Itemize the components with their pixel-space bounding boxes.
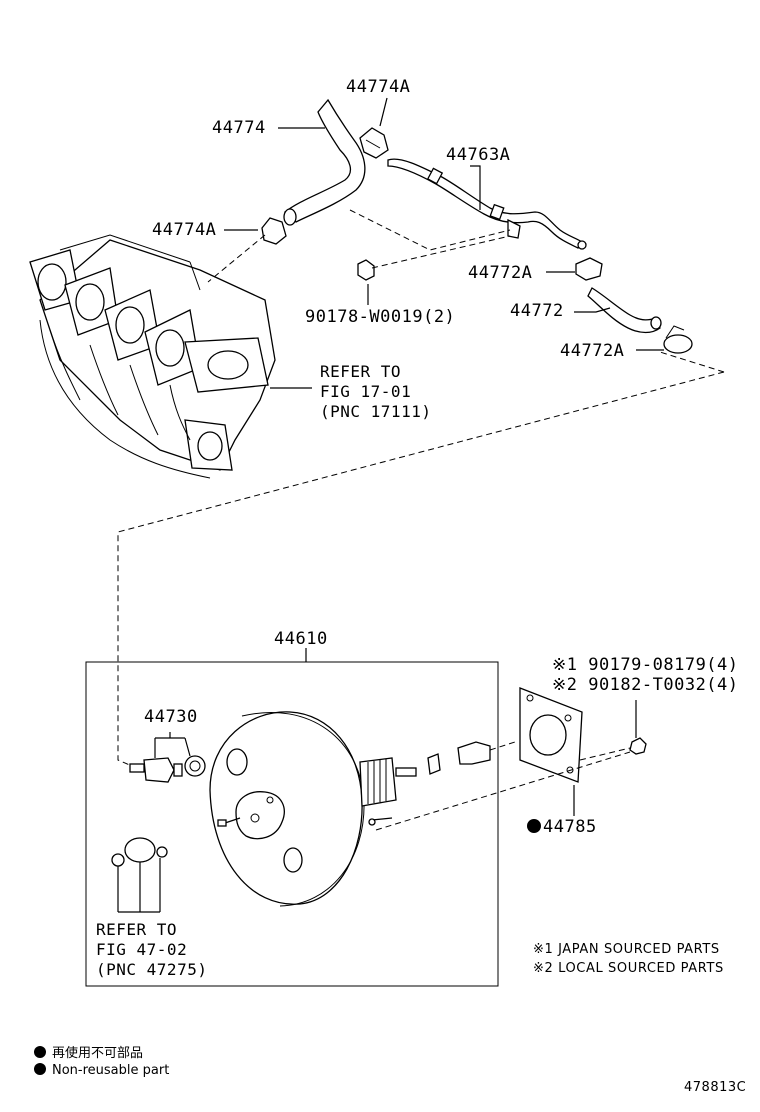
hose-44772-drawing — [587, 287, 662, 334]
booster-group-frame — [85, 661, 499, 987]
tube-44763A-drawing — [387, 158, 587, 250]
grommet-set-drawing — [111, 837, 168, 913]
hose-44774-drawing — [283, 98, 366, 226]
part-label-44610[interactable]: 44610 — [274, 629, 328, 649]
upper-leader-lines — [224, 97, 664, 389]
note-japan-sourced: ※1 JAPAN SOURCED PARTS — [533, 942, 720, 957]
refer-manifold-note[interactable]: REFER TO FIG 17-01 (PNC 17111) — [320, 362, 432, 421]
check-valve-44730-drawing — [129, 732, 206, 783]
part-label-44774A-left[interactable]: 44774A — [152, 220, 217, 240]
dashed-connection-lines — [117, 209, 725, 767]
note-local-sourced: ※2 LOCAL SOURCED PARTS — [533, 961, 724, 976]
part-label-90179[interactable]: ※1 90179-08179(4) — [552, 655, 739, 675]
part-label-44785[interactable]: 44785 — [527, 818, 597, 836]
part-label-44774A-top[interactable]: 44774A — [346, 77, 411, 97]
legend-jp: 再使用不可部品 — [34, 1042, 143, 1061]
legend-dot-icon — [34, 1046, 46, 1058]
nut-90178-drawing — [357, 259, 375, 281]
intake-manifold-drawing — [29, 234, 276, 479]
bracket-and-gasket-drawing — [375, 687, 647, 831]
refer-booster-note[interactable]: REFER TO FIG 47-02 (PNC 47275) — [96, 920, 208, 979]
legend-en-text: Non-reusable part — [52, 1063, 170, 1078]
legend-en: Non-reusable part — [34, 1063, 169, 1078]
part-label-44785-text: 44785 — [543, 817, 597, 837]
figure-id: 478813C — [684, 1080, 747, 1095]
part-label-44730[interactable]: 44730 — [144, 707, 198, 727]
non-reusable-dot-icon — [527, 819, 541, 833]
legend-dot-icon — [34, 1063, 46, 1075]
clip-44772A-lower-drawing — [663, 325, 693, 354]
part-label-44774[interactable]: 44774 — [212, 118, 266, 138]
brake-booster-drawing — [209, 711, 417, 907]
part-label-44772A-lower[interactable]: 44772A — [560, 341, 625, 361]
part-label-90182[interactable]: ※2 90182-T0032(4) — [552, 675, 739, 695]
clip-44774A-top-drawing — [359, 127, 389, 159]
part-label-44772[interactable]: 44772 — [510, 301, 564, 321]
part-label-44772A-upper[interactable]: 44772A — [468, 263, 533, 283]
part-label-90178[interactable]: 90178-W0019(2) — [305, 307, 456, 327]
clip-44772A-upper-drawing — [575, 257, 603, 281]
legend-jp-text: 再使用不可部品 — [52, 1046, 144, 1061]
part-label-44763A[interactable]: 44763A — [446, 145, 511, 165]
clip-44774A-left-drawing — [261, 217, 287, 245]
